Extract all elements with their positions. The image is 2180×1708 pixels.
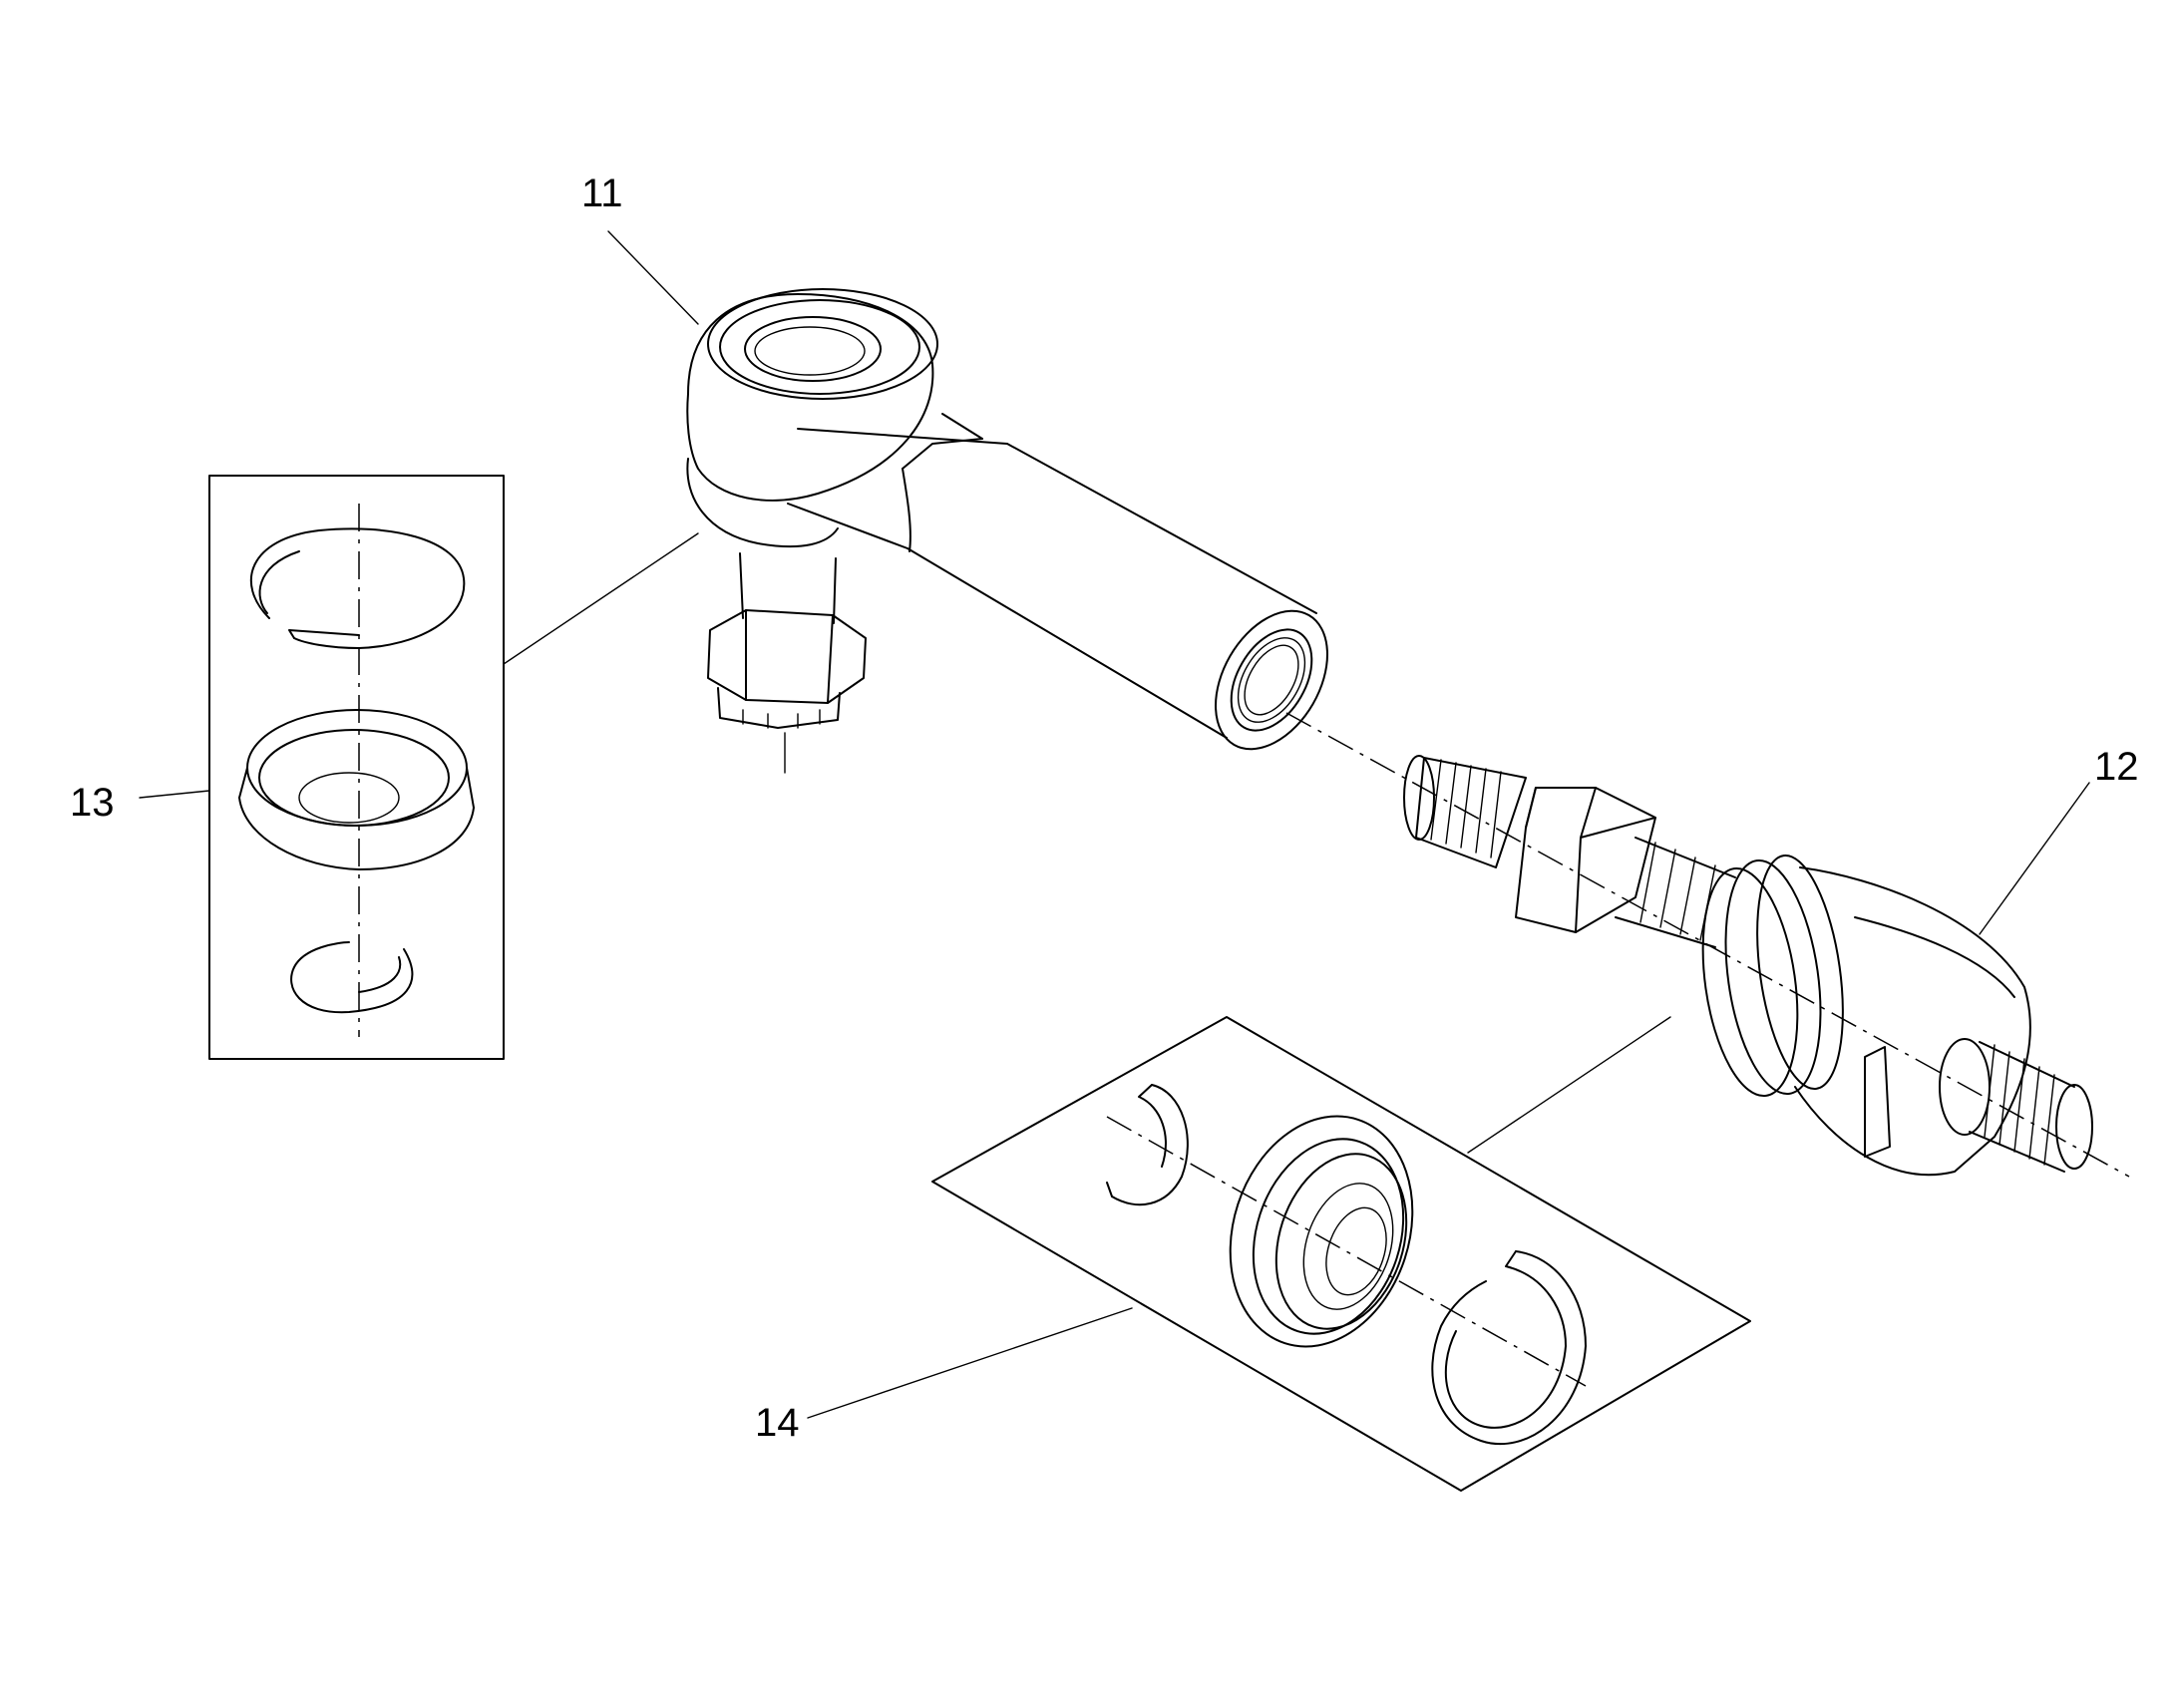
- leader-line-13: [139, 790, 210, 799]
- inner-tie-rod-part-12: [1403, 755, 2093, 1177]
- callout-14: 14: [755, 1401, 800, 1445]
- centre-axis-line-kit-14: [1106, 1116, 1587, 1387]
- tie-rod-end-part-11: [686, 288, 1328, 774]
- kit-14-box: [931, 1016, 1751, 1492]
- leader-line-12: [1979, 782, 2090, 935]
- centre-axis-line: [1285, 712, 2130, 1178]
- callout-12: 12: [2094, 745, 2139, 789]
- callout-11: 11: [581, 171, 623, 215]
- callout-13: 13: [70, 781, 115, 825]
- leader-line-13-box: [503, 532, 699, 665]
- leader-line-14-box: [1467, 1016, 1671, 1154]
- leader-line-14: [807, 1307, 1133, 1419]
- leader-line-11: [607, 230, 699, 325]
- kit-13-box: [208, 475, 505, 1060]
